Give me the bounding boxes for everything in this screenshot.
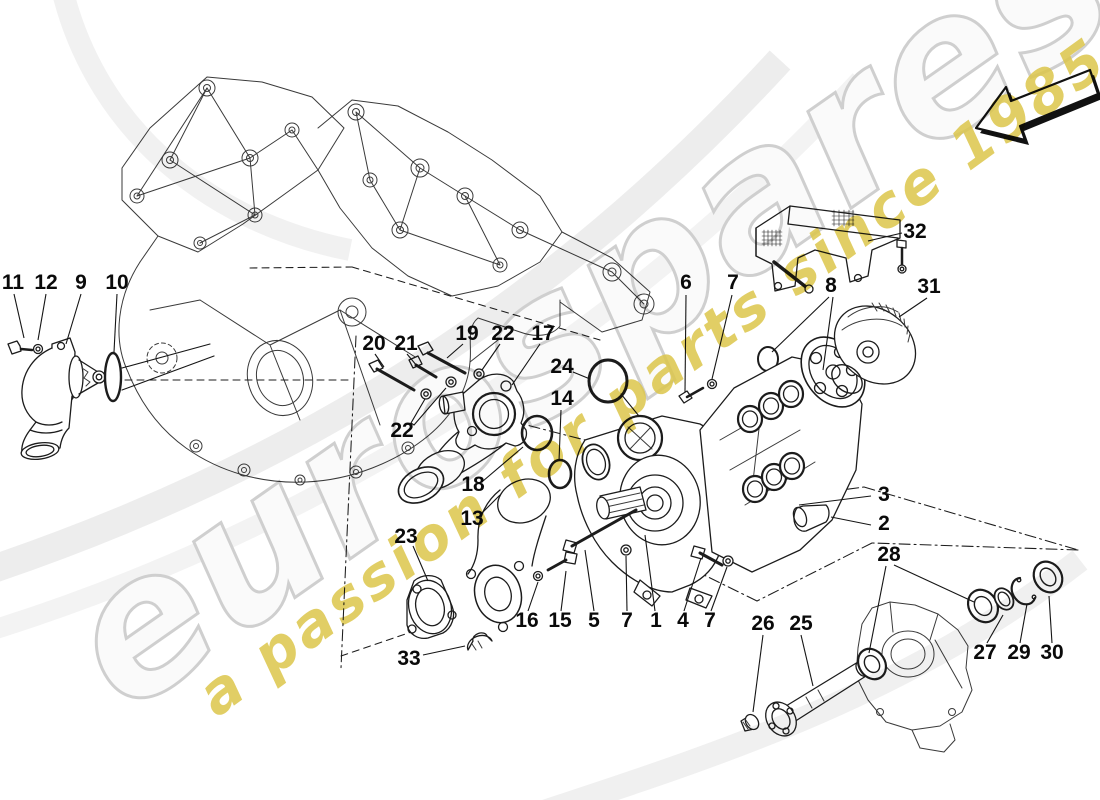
- part-callout-8: 8: [825, 274, 837, 297]
- part-callout-26: 26: [751, 612, 775, 635]
- part-callout-7: 7: [704, 609, 716, 632]
- part-callout-11: 11: [1, 271, 25, 294]
- part-callout-32: 32: [903, 220, 927, 243]
- part-callout-1: 1: [650, 609, 662, 632]
- part-callout-23: 23: [394, 525, 418, 548]
- part-callout-25: 25: [789, 612, 813, 635]
- part-callout-7: 7: [621, 609, 633, 632]
- part-callout-14: 14: [550, 387, 574, 410]
- part-callout-3: 3: [878, 483, 890, 506]
- direction-arrow-icon: [974, 68, 1100, 145]
- part-callout-31: 31: [917, 275, 941, 298]
- part-callout-24: 24: [550, 355, 574, 378]
- part-callout-27: 27: [973, 641, 997, 664]
- part-callout-6: 6: [680, 271, 692, 294]
- part-callout-7: 7: [727, 271, 739, 294]
- part-callout-19: 19: [455, 322, 479, 345]
- part-callout-13: 13: [460, 507, 484, 530]
- part-callout-33: 33: [397, 647, 421, 670]
- part-callout-12: 12: [34, 271, 58, 294]
- bolt-32: [896, 239, 907, 249]
- part-callout-21: 21: [394, 332, 418, 355]
- part-callout-16: 16: [515, 609, 539, 632]
- part-callout-15: 15: [548, 609, 572, 632]
- part-callout-2: 2: [878, 512, 890, 535]
- part-callout-18: 18: [461, 473, 485, 496]
- part-callout-17: 17: [531, 322, 555, 345]
- part-callout-9: 9: [75, 271, 87, 294]
- part-callout-22: 22: [491, 322, 515, 345]
- part-callout-28: 28: [877, 543, 901, 566]
- part-callout-20: 20: [362, 332, 386, 355]
- part-callout-22: 22: [390, 419, 414, 442]
- part-callout-4: 4: [677, 609, 689, 632]
- part-callout-30: 30: [1040, 641, 1064, 664]
- part-callout-29: 29: [1007, 641, 1031, 664]
- part-callout-10: 10: [105, 271, 129, 294]
- part-callout-5: 5: [588, 609, 600, 632]
